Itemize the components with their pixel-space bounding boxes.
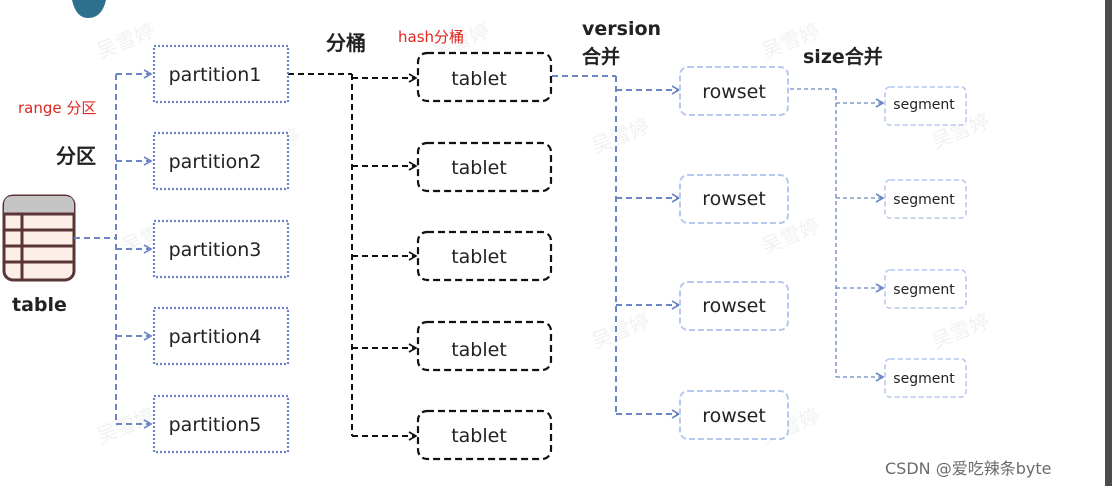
tablet-box: tablet (416, 51, 553, 103)
rowset-box: rowset (679, 281, 789, 331)
size-merge-label: size合并 (803, 45, 883, 68)
rowset-label: rowset (702, 188, 766, 210)
segment-label: segment (893, 282, 955, 298)
partition-box: partition3 (152, 219, 290, 279)
tablet-box: tablet (416, 141, 553, 193)
tablet-box: tablet (416, 230, 553, 282)
partition-box: partition2 (152, 131, 290, 191)
version-merge-label-line2: 合并 (582, 45, 620, 68)
hash-bucket-label: hash分桶 (398, 28, 464, 46)
partition-box: partition1 (152, 44, 290, 104)
avatar-fragment (72, 0, 106, 18)
range-partition-label: range 分区 (18, 99, 96, 117)
tablet-label: tablet (451, 425, 507, 447)
partition-label: partition2 (169, 151, 262, 173)
segment-box: segment (884, 269, 967, 309)
bucket-label: 分桶 (326, 31, 366, 55)
segment-label: segment (893, 371, 955, 387)
segment-box: segment (884, 86, 967, 126)
rowset-box: rowset (679, 66, 789, 116)
table-icon (2, 194, 76, 282)
segment-label: segment (893, 192, 955, 208)
partition-label: partition1 (169, 64, 262, 86)
partition-label: partition4 (169, 326, 262, 348)
tablet-to-rowset-connectors (552, 75, 681, 419)
rowset-label: rowset (702, 81, 766, 103)
segment-box: segment (884, 358, 967, 398)
rowset-label: rowset (702, 405, 766, 427)
tablet-box: tablet (416, 409, 553, 461)
version-merge-label-line1: version (582, 18, 661, 40)
partition-box: partition5 (152, 394, 290, 454)
rowset-box: rowset (679, 390, 789, 440)
tablet-label: tablet (451, 339, 507, 361)
tablet-box: tablet (416, 320, 553, 372)
segment-box: segment (884, 179, 967, 219)
partition-label: 分区 (56, 144, 96, 168)
tablet-label: tablet (451, 157, 507, 179)
partition-box: partition4 (152, 306, 290, 366)
table-to-partition-connectors (74, 69, 153, 429)
partition-label: partition3 (169, 239, 262, 261)
rowset-to-segment-connectors (790, 88, 885, 382)
tablet-label: tablet (451, 68, 507, 90)
rowset-box: rowset (679, 174, 789, 224)
partition-to-tablet-connectors (288, 73, 418, 441)
rowset-label: rowset (702, 295, 766, 317)
tablet-label: tablet (451, 246, 507, 268)
partition-label: partition5 (169, 414, 262, 436)
table-label: table (12, 294, 67, 316)
right-edge-frame (1105, 0, 1112, 486)
segment-label: segment (893, 97, 955, 113)
csdn-watermark: CSDN @爱吃辣条byte (885, 459, 1051, 478)
